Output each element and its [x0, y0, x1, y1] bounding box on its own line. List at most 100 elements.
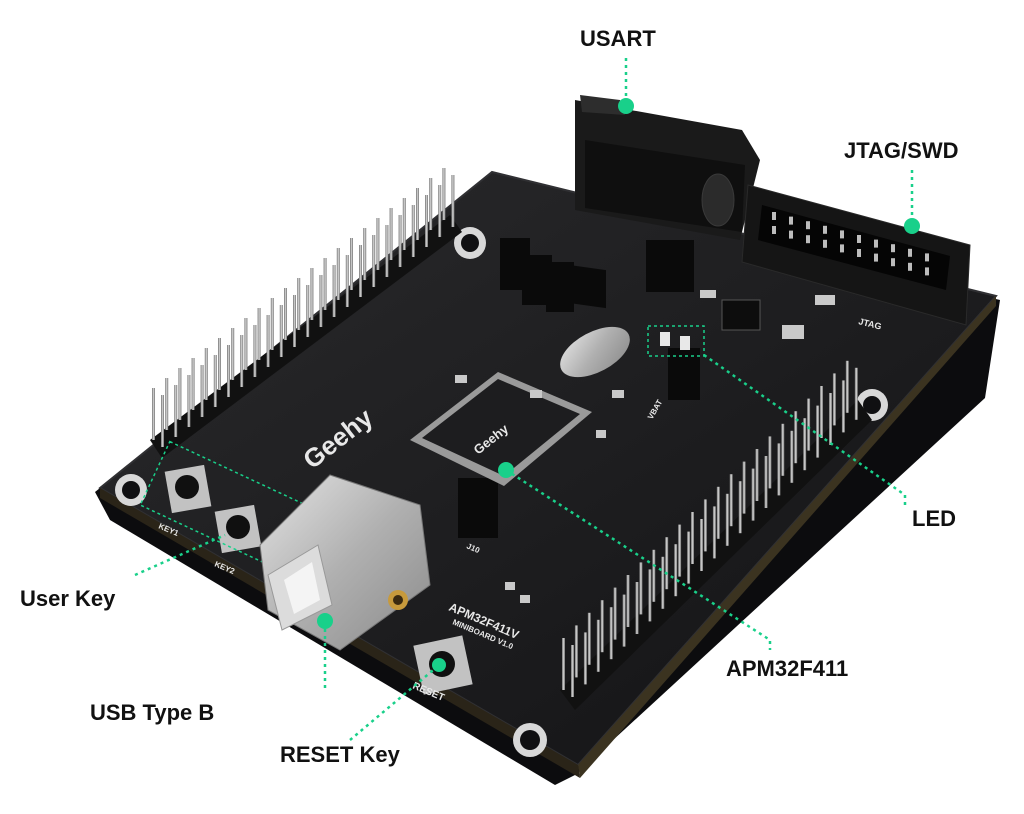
header-pin — [402, 198, 406, 250]
header-pin — [350, 238, 353, 290]
jtag-pin — [789, 216, 793, 225]
header-pin — [729, 474, 733, 527]
header-pin — [626, 575, 630, 627]
header-pin — [678, 524, 682, 577]
user-key-label: User Key — [20, 586, 116, 611]
jtag-pin — [925, 267, 929, 276]
header-pin — [310, 268, 314, 320]
header-pin — [438, 185, 442, 237]
header-pin — [794, 411, 798, 464]
header-pin — [332, 265, 336, 317]
header-pin — [790, 430, 794, 483]
smd-components — [455, 290, 835, 603]
header-pin — [712, 506, 716, 559]
header-pin — [562, 638, 565, 690]
header-pin — [244, 318, 248, 370]
jtag-pin — [806, 221, 810, 230]
usb-b-connector — [259, 474, 431, 651]
jtag-pin — [857, 249, 861, 257]
header-pin — [152, 388, 155, 440]
user-key-buttons — [139, 440, 307, 570]
header-pin — [751, 468, 755, 521]
mcu-chip: Geehy — [410, 372, 592, 486]
header-pin — [574, 625, 578, 678]
usart-label: USART — [580, 26, 656, 51]
usart-marker — [618, 98, 634, 114]
header-pin — [652, 549, 656, 602]
header-pin — [716, 486, 720, 539]
header-pin — [661, 556, 665, 609]
header-pin — [306, 285, 310, 337]
header-pin — [609, 607, 613, 660]
header-pin — [174, 385, 178, 437]
jtag-marker — [904, 218, 920, 234]
header-pin — [691, 512, 694, 564]
header-pin — [665, 537, 669, 590]
header-pin — [429, 178, 433, 230]
header-pin — [674, 544, 678, 597]
header-pin — [165, 378, 169, 430]
jtag-pin — [874, 253, 878, 262]
header-pin — [293, 295, 296, 347]
header-pin — [266, 315, 270, 367]
header-pin — [738, 481, 742, 534]
jtag-pin — [891, 258, 895, 267]
header-pin — [385, 225, 389, 277]
header-pin — [700, 519, 703, 571]
leader-lines — [134, 58, 920, 741]
jtag-pin — [891, 244, 895, 253]
mounting-holes — [115, 227, 888, 757]
jtag-pin — [806, 235, 810, 244]
header-pin — [218, 338, 221, 390]
header-pin — [635, 582, 639, 634]
header-pin — [323, 258, 327, 310]
header-pin — [270, 298, 274, 350]
header-pin — [777, 443, 781, 496]
header-pin — [345, 255, 349, 307]
header-pin — [841, 380, 845, 433]
reset-leader — [349, 665, 439, 741]
jumpers — [458, 238, 700, 538]
header-pin — [587, 612, 591, 665]
header-pin — [297, 278, 301, 330]
jtag-pin — [925, 253, 929, 262]
jtag-pin — [840, 230, 844, 239]
jtag-connector — [741, 184, 971, 326]
header-pin — [284, 288, 287, 340]
usb-type-b-label: USB Type B — [90, 700, 215, 725]
header-pin — [845, 360, 849, 413]
header-pin — [807, 398, 811, 451]
header-pin — [583, 632, 587, 685]
usart-db9-connector — [575, 95, 760, 240]
header-pin — [622, 594, 626, 647]
header-pin — [725, 493, 729, 546]
jtag-pin — [874, 239, 878, 248]
header-pin — [854, 367, 858, 420]
header-pin — [187, 375, 191, 427]
header-pin — [200, 365, 204, 417]
jtag-swd-label: JTAG/SWD — [844, 138, 959, 163]
header-pin — [425, 195, 428, 247]
jtag-pin — [772, 226, 776, 234]
header-pin — [703, 499, 707, 552]
header-pin — [416, 188, 419, 240]
header-pin — [257, 308, 261, 360]
header-pin — [161, 395, 164, 447]
right-pin-header — [560, 360, 872, 710]
header-pin — [820, 386, 823, 438]
header-pin — [571, 645, 574, 697]
header-pin — [279, 305, 283, 357]
jtag-pin — [908, 262, 912, 271]
header-pin — [204, 348, 208, 400]
header-pin — [742, 461, 746, 514]
header-pin — [359, 245, 362, 297]
led-label: LED — [912, 506, 956, 531]
header-pin — [764, 456, 768, 508]
crystal-oscillator — [560, 326, 630, 378]
header-pin — [442, 168, 446, 220]
header-pin — [227, 345, 230, 397]
header-pin — [451, 175, 455, 227]
header-pin — [240, 335, 244, 387]
